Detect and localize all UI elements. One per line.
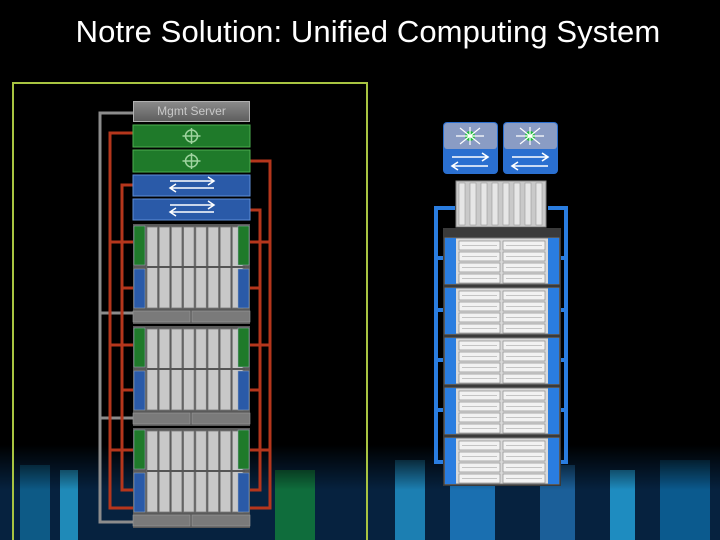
blade-chassis <box>132 428 251 528</box>
fc-module <box>133 472 146 513</box>
lan-switch <box>132 149 251 173</box>
fc-module <box>133 268 146 309</box>
ethernet-module <box>237 429 250 470</box>
ethernet-module <box>237 225 250 266</box>
san-switch <box>132 198 251 221</box>
ucs-blade-chassis <box>444 437 560 485</box>
traditional-rack-frame <box>12 82 368 540</box>
fc-module <box>133 370 146 411</box>
blade-chassis <box>132 224 251 324</box>
fc-module <box>237 472 250 513</box>
traditional-blade-chassis-stack <box>132 224 251 528</box>
ethernet-module <box>133 225 146 266</box>
ucs-blade-chassis <box>444 287 560 335</box>
lan-switch <box>132 124 251 148</box>
ethernet-module <box>133 429 146 470</box>
fabric-interconnect <box>503 122 558 174</box>
ucs-blade-chassis <box>444 337 560 385</box>
ucs-blade-chassis <box>444 237 560 285</box>
ethernet-module <box>133 327 146 368</box>
fabric-interconnect <box>443 122 498 174</box>
lan-switch-icon <box>182 128 201 144</box>
mgmt-server: Mgmt Server <box>133 101 250 122</box>
management-cables <box>98 111 133 524</box>
fc-module <box>237 370 250 411</box>
lan-switch-icon <box>182 153 201 169</box>
slide-title: Notre Solution: Unified Computing System <box>75 14 661 49</box>
fabric-interconnect-icon <box>510 127 550 171</box>
san-switch <box>132 174 251 197</box>
fabric-interconnect-icon <box>450 127 490 171</box>
blade-chassis <box>132 326 251 426</box>
ucs-rack <box>443 180 561 486</box>
ethernet-module <box>237 327 250 368</box>
san-switch-icon <box>168 200 216 217</box>
uplink-cables <box>108 131 272 510</box>
fc-module <box>237 268 250 309</box>
san-switch-icon <box>168 176 216 193</box>
cable-bundle <box>455 180 547 228</box>
ucs-blade-chassis <box>444 387 560 435</box>
